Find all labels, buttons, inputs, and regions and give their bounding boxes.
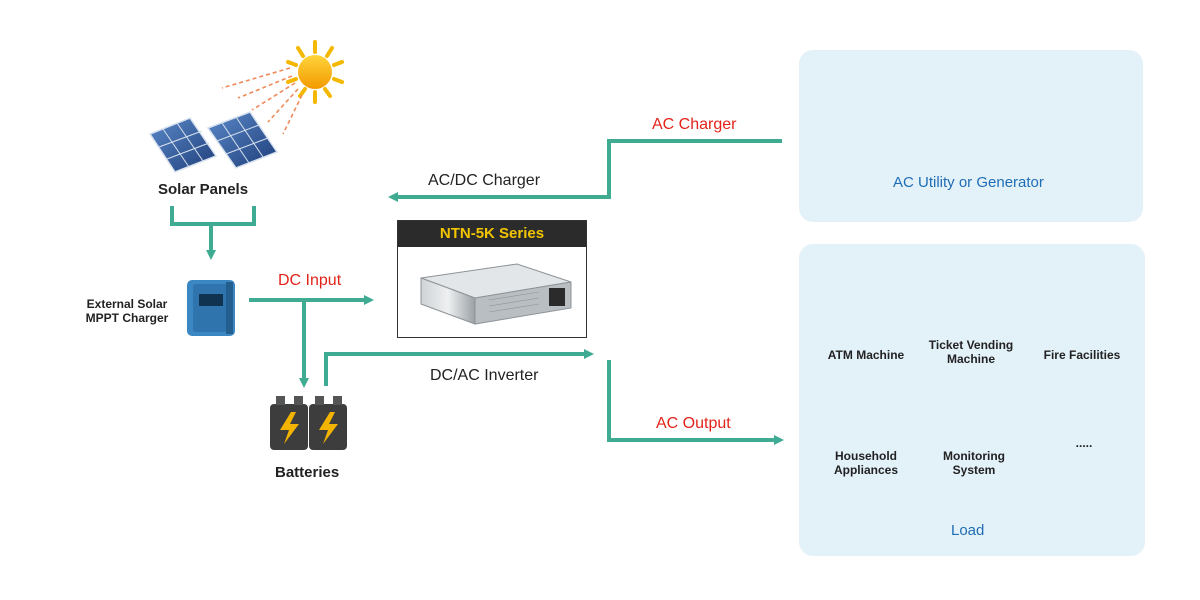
load-panel: ATM Machine Ticket Vending Machine Fire … [799, 244, 1145, 556]
ac-utility-panel: AC Utility or Generator [799, 50, 1143, 222]
dcac-inverter-label: DC/AC Inverter [430, 367, 539, 384]
ac-charger-label: AC Charger [652, 116, 737, 133]
load-item-more-line1: ..... [1075, 436, 1093, 450]
ac-utility-label: AC Utility or Generator [893, 174, 1044, 191]
acdc-charger-label: AC/DC Charger [428, 172, 541, 189]
batteries-icon [270, 396, 347, 450]
load-item-monitoring-line2: System [952, 463, 996, 477]
load-item-atm: ATM Machine [821, 348, 911, 362]
sun-icon [286, 40, 344, 104]
solar-panels-label: Solar Panels [158, 181, 249, 198]
load-item-atm-line1: ATM Machine [827, 348, 905, 362]
power-supply-unit-icon [420, 263, 572, 325]
ac-output-label: AC Output [656, 415, 731, 432]
load-item-ticket-vending: Ticket Vending Machine [923, 338, 1019, 366]
flow-arrows [170, 139, 784, 445]
load-item-fire-facilities: Fire Facilities [1037, 348, 1127, 362]
load-item-household-line2: Appliances [833, 463, 899, 477]
load-item-monitoring-line1: Monitoring [943, 449, 1005, 463]
load-item-fire-facilities-line1: Fire Facilities [1043, 348, 1121, 362]
load-item-monitoring: Monitoring System [929, 449, 1019, 477]
load-item-household: Household Appliances [821, 449, 911, 477]
batteries-label: Batteries [275, 464, 340, 481]
solar-panels-icon [148, 111, 279, 173]
load-label: Load [951, 522, 985, 539]
ac-output-arrow [607, 360, 784, 445]
mppt-charger-label-line1: External Solar [86, 297, 168, 311]
ntn-5k-device-box: NTN-5K Series [397, 220, 587, 338]
load-item-ticket-vending-line1: Ticket Vending [928, 338, 1014, 352]
device-title: NTN-5K Series [398, 221, 586, 247]
mppt-charger-label: External Solar MPPT Charger [72, 297, 182, 325]
load-item-ticket-vending-line2: Machine [946, 352, 995, 366]
mppt-charger-icon [187, 280, 235, 336]
dc-input-label: DC Input [278, 272, 342, 289]
dcac-inverter-arrow [324, 349, 594, 386]
solar-to-mppt-arrow [170, 206, 256, 256]
ac-charger-arrow [388, 139, 782, 202]
load-item-household-line1: Household [835, 449, 897, 463]
mppt-charger-label-line2: MPPT Charger [85, 311, 169, 325]
load-item-more: ..... [1039, 436, 1129, 450]
sun-rays [221, 67, 303, 135]
